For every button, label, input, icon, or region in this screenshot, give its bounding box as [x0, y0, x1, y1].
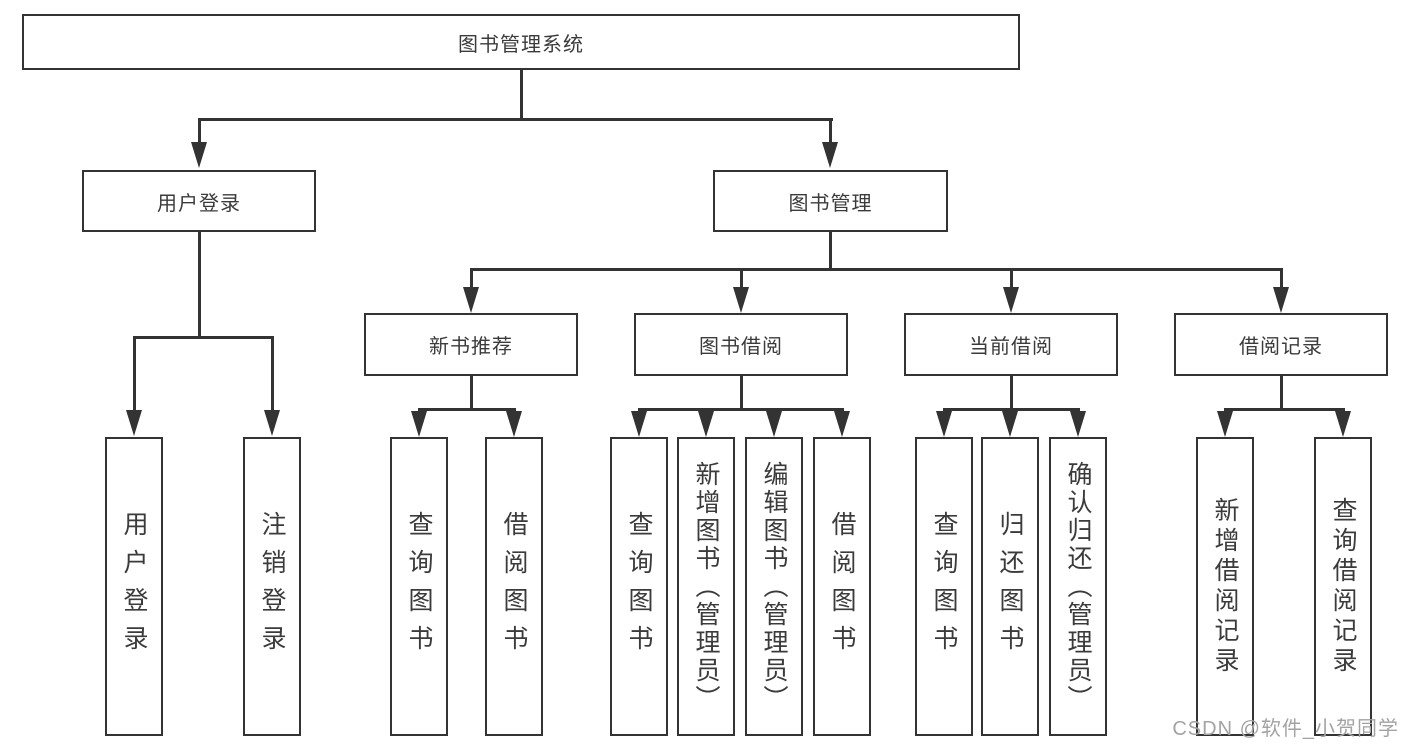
leaf-edit-book-admin-label: 编辑图书（管理员） — [760, 460, 788, 713]
arrowhead-current-child-3-icon — [1070, 411, 1086, 437]
leaf-query-books-borrow: 查询图书 — [610, 437, 668, 736]
leaf-borrow-books-rec: 借阅图书 — [485, 437, 543, 736]
node-borrow-records: 借阅记录 — [1174, 313, 1388, 376]
leaf-add-borrow-record: 新增借阅记录 — [1196, 437, 1254, 736]
leaf-query-books-borrow-label: 查询图书 — [625, 510, 653, 663]
connector-to-leaf-logout — [270, 336, 274, 412]
leaf-query-borrow-record: 查询借阅记录 — [1314, 437, 1372, 736]
leaf-query-borrow-record-label: 查询借阅记录 — [1329, 496, 1357, 677]
connector-records-down — [1279, 376, 1283, 408]
arrowhead-to-leaf-logout-icon — [264, 410, 280, 436]
arrowhead-to-book-borrow-icon — [733, 287, 749, 313]
leaf-borrow-books-borrow-label: 借阅图书 — [828, 510, 856, 663]
node-new-book-recommend: 新书推荐 — [364, 313, 578, 376]
arrowhead-records-child-1-icon — [1217, 411, 1233, 437]
arrowhead-to-new-book-icon — [463, 287, 479, 313]
leaf-return-book: 归还图书 — [981, 437, 1039, 736]
node-book-borrow-label: 图书借阅 — [699, 336, 783, 358]
leaf-borrow-books-rec-label: 借阅图书 — [500, 510, 528, 663]
arrowhead-borrow-child-4-icon — [834, 411, 850, 437]
connector-to-new-book — [469, 268, 473, 290]
connector-borrow-down — [739, 376, 743, 408]
rail-rec — [417, 408, 516, 411]
node-user-login: 用户登录 — [82, 170, 316, 232]
leaf-query-books-current-label: 查询图书 — [930, 510, 958, 663]
node-user-login-label: 用户登录 — [157, 192, 241, 215]
leaf-confirm-return-admin: 确认归还（管理员） — [1049, 437, 1107, 736]
leaf-user-login: 用户登录 — [105, 437, 163, 736]
leaf-borrow-books-borrow: 借阅图书 — [813, 437, 871, 736]
arrowhead-borrow-child-3-icon — [766, 411, 782, 437]
arrowhead-borrow-child-2-icon — [698, 411, 714, 437]
leaf-user-login-label: 用户登录 — [120, 510, 148, 663]
connector-to-borrow-records — [1279, 268, 1283, 290]
connector-root-down — [519, 70, 523, 118]
arrowhead-to-current-borrow-icon — [1003, 287, 1019, 313]
connector-mgmt-down — [828, 232, 832, 268]
arrowhead-to-leaf-user-login-icon — [126, 410, 142, 436]
leaf-add-borrow-record-label: 新增借阅记录 — [1211, 496, 1239, 677]
arrowhead-to-book-management-icon — [822, 142, 838, 168]
node-library-system-label: 图书管理系统 — [458, 33, 584, 56]
arrowhead-records-child-2-icon — [1335, 411, 1351, 437]
node-book-management: 图书管理 — [713, 170, 948, 232]
leaf-query-books-current: 查询图书 — [915, 437, 973, 736]
connector-to-user-login — [197, 118, 201, 144]
leaf-add-book-admin-label: 新增图书（管理员） — [692, 460, 720, 713]
connector-to-leaf-user-login — [132, 336, 136, 412]
arrowhead-borrow-child-1-icon — [631, 411, 647, 437]
rail-login — [132, 336, 274, 339]
leaf-query-books-rec: 查询图书 — [390, 437, 448, 736]
arrowhead-to-user-login-icon — [191, 142, 207, 168]
leaf-logout: 注销登录 — [243, 437, 301, 736]
arrowhead-current-child-2-icon — [1002, 411, 1018, 437]
csdn-watermark: CSDN @软件_小贺同学 — [1172, 718, 1399, 740]
leaf-logout-label: 注销登录 — [258, 510, 286, 663]
node-current-borrow: 当前借阅 — [904, 313, 1118, 376]
node-book-management-label: 图书管理 — [788, 192, 873, 215]
arrowhead-current-child-1-icon — [936, 411, 952, 437]
node-borrow-records-label: 借阅记录 — [1239, 336, 1323, 358]
arrowhead-rec-child-1-icon — [411, 411, 427, 437]
rail-mgmt — [469, 268, 1283, 271]
connector-to-current-borrow — [1009, 268, 1013, 290]
arrowhead-rec-child-2-icon — [506, 411, 522, 437]
rail-root — [197, 118, 833, 121]
connector-current-down — [1009, 376, 1013, 408]
leaf-confirm-return-admin-label: 确认归还（管理员） — [1064, 460, 1092, 713]
leaf-query-books-rec-label: 查询图书 — [405, 510, 433, 663]
leaf-add-book-admin: 新增图书（管理员） — [677, 437, 735, 736]
connector-to-book-management — [828, 118, 832, 144]
node-current-borrow-label: 当前借阅 — [969, 336, 1053, 358]
connector-to-book-borrow — [739, 268, 743, 290]
leaf-return-book-label: 归还图书 — [996, 510, 1024, 663]
rail-records — [1223, 408, 1345, 411]
connector-rec-down — [469, 376, 473, 408]
leaf-edit-book-admin: 编辑图书（管理员） — [745, 437, 803, 736]
node-new-book-recommend-label: 新书推荐 — [429, 336, 513, 358]
node-book-borrow: 图书借阅 — [634, 313, 848, 376]
rail-borrow — [637, 408, 844, 411]
node-library-system: 图书管理系统 — [22, 14, 1020, 70]
arrowhead-to-borrow-records-icon — [1273, 287, 1289, 313]
connector-login-down — [197, 232, 201, 336]
